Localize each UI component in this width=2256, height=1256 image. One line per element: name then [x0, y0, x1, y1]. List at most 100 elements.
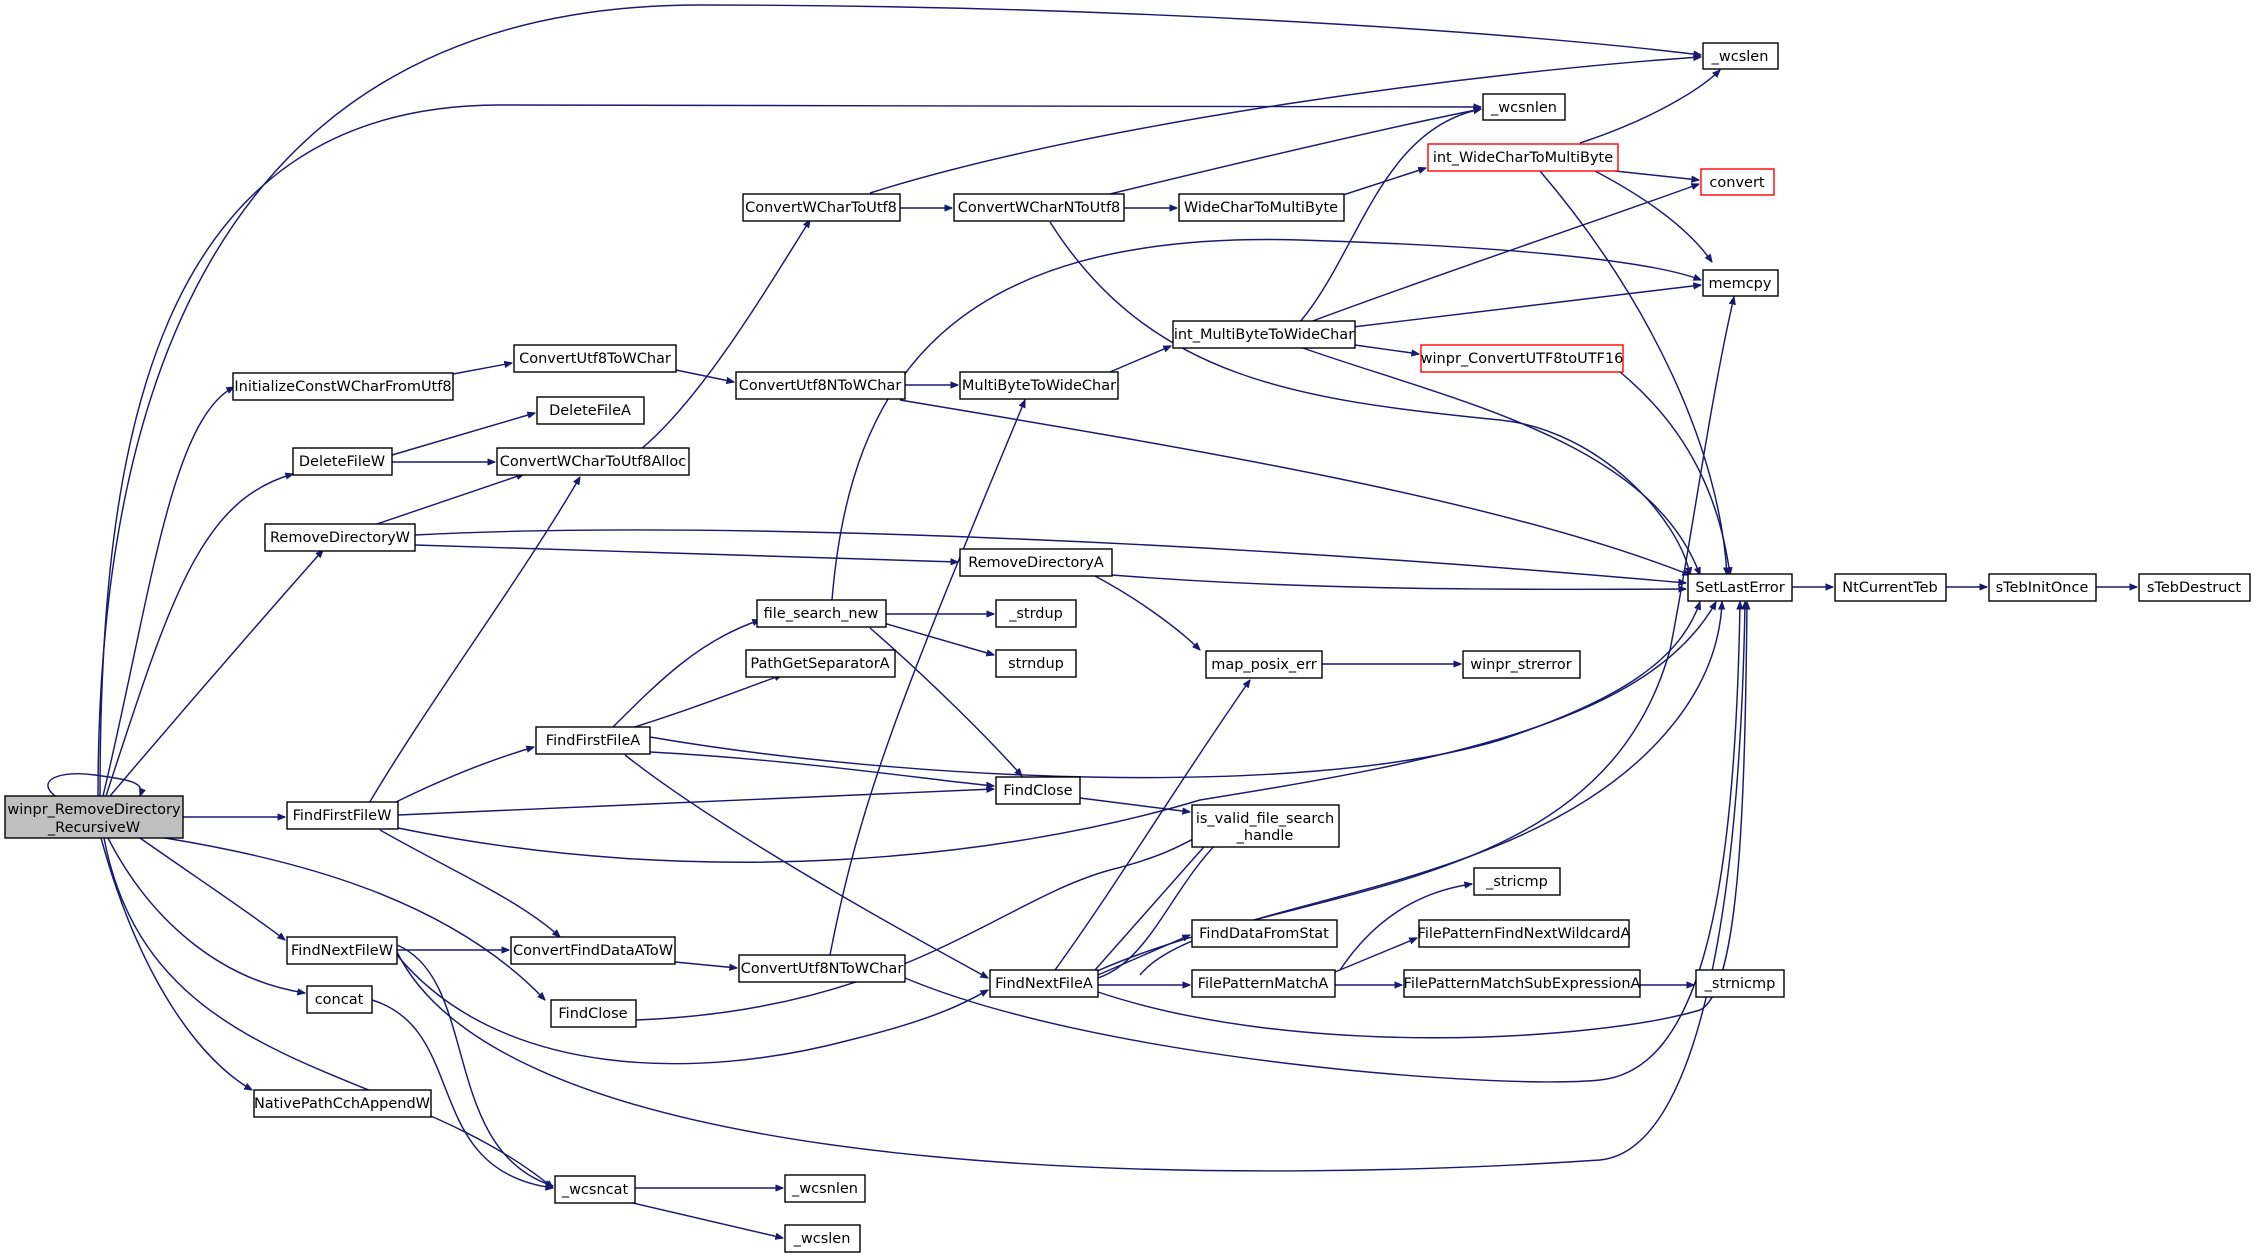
edge-root-wcsncat	[103, 837, 553, 1188]
edge-filesearch-strndup	[879, 621, 994, 655]
node-concat[interactable]: concat	[306, 985, 373, 1014]
svg-text:_wcsnlen: _wcsnlen	[1490, 100, 1557, 116]
edge-cwcntu8-setlasterror	[1049, 221, 1690, 575]
edge-wcsncat-wcslen	[619, 1199, 783, 1238]
svg-text:DeleteFileA: DeleteFileA	[549, 403, 631, 419]
node-initializeconstwcharfromutf8[interactable]: InitializeConstWCharFromUtf8	[232, 372, 454, 401]
node-convertutf8ntowchar-bot[interactable]: ConvertUtf8NToWChar	[738, 954, 906, 983]
svg-text:ConvertFindDataAToW: ConvertFindDataAToW	[513, 943, 673, 959]
svg-text:sTebDestruct: sTebDestruct	[2147, 580, 2242, 596]
edge-rmdirw-cwctu8alloc	[373, 474, 524, 526]
edge-cwcntu8-wcsnlen	[1109, 109, 1481, 195]
svg-text:RemoveDirectoryW: RemoveDirectoryW	[270, 530, 410, 546]
node-strnicmp[interactable]: _strnicmp	[1695, 969, 1785, 998]
node-findfirstfilea[interactable]: FindFirstFileA	[535, 726, 651, 755]
node-findfirstfilew[interactable]: FindFirstFileW	[286, 801, 399, 830]
node-wcsnlen-bot[interactable]: _wcsnlen	[784, 1174, 866, 1203]
svg-text:PathGetSeparatorA: PathGetSeparatorA	[750, 656, 889, 672]
node-pathgetseparatora[interactable]: PathGetSeparatorA	[745, 649, 896, 678]
edge-intwctmb-memcpy	[1594, 170, 1712, 262]
edge-root-rmdirw	[109, 550, 323, 797]
node-int-widechartomultibyte[interactable]: int_WideCharToMultiByte	[1427, 143, 1619, 172]
edge-intmbtwc-w_cu8tu16	[1354, 344, 1419, 354]
node-int-multibytetowidechar[interactable]: int_MultiByteToWideChar	[1172, 320, 1356, 349]
node-removedirectorya[interactable]: RemoveDirectoryA	[959, 548, 1113, 577]
edge-mbtwc-intmbtwc	[1109, 345, 1171, 373]
edge-intmbtwc-memcpy	[1352, 285, 1701, 328]
node-filepatternmatcha[interactable]: FilePatternMatchA	[1191, 969, 1336, 998]
svg-text:_wcsncat: _wcsncat	[561, 1182, 629, 1198]
node-findclose-mid[interactable]: FindClose	[995, 776, 1081, 805]
svg-text:int_MultiByteToWideChar: int_MultiByteToWideChar	[1174, 327, 1354, 343]
node-deletefilew[interactable]: DeleteFileW	[292, 447, 393, 476]
node-map-posix-err[interactable]: map_posix_err	[1205, 650, 1323, 679]
nodes: winpr_RemoveDirectory _RecursiveW _wcsle…	[4, 42, 2251, 1253]
node-widechartomultibyte[interactable]: WideCharToMultiByte	[1178, 193, 1345, 222]
edge-findfirstfilea-setlasterror	[649, 602, 1700, 779]
node-convertwchartoutf8alloc[interactable]: ConvertWCharToUtf8Alloc	[496, 447, 690, 476]
node-winpr-convertutf8toutf16[interactable]: winpr_ConvertUTF8toUTF16	[1420, 344, 1624, 373]
node-strndup[interactable]: strndup	[995, 649, 1077, 678]
node-file-search-new[interactable]: file_search_new	[756, 599, 887, 628]
edge-intmbtwc-setlasterror	[1299, 346, 1700, 575]
node-convert[interactable]: convert	[1700, 168, 1775, 196]
node-findclose-bot[interactable]: FindClose	[550, 999, 637, 1028]
edge-findnextfilew-findnextfilea	[396, 954, 988, 1065]
edge-filesearch-findclose	[869, 627, 1022, 776]
edge-findnextfilea-fdfromstat	[1097, 934, 1190, 976]
node-wcslen-bot[interactable]: _wcslen	[784, 1224, 861, 1253]
node-is-valid-file-search-handle[interactable]: is_valid_file_search _handle	[1191, 804, 1340, 848]
svg-text:memcpy: memcpy	[1709, 276, 1772, 292]
edge-cwctu8-wcslen	[869, 57, 1701, 194]
svg-text:sTebInitOnce: sTebInitOnce	[1996, 580, 2089, 596]
node-multibytetowidechar[interactable]: MultiByteToWideChar	[959, 371, 1119, 400]
node-convertwchartoutf8[interactable]: ConvertWCharToUtf8	[742, 193, 901, 222]
svg-text:map_posix_err: map_posix_err	[1211, 657, 1317, 673]
node-filepatternmatchsubexpressiona[interactable]: FilePatternMatchSubExpressionA	[1403, 969, 1641, 998]
edge-findnextfilew-setlasterror	[396, 602, 1745, 1172]
node-wcsnlen-top[interactable]: _wcsnlen	[1482, 93, 1566, 121]
edge-intwctmb-wcslen	[1579, 70, 1720, 144]
node-root-label-1: winpr_RemoveDirectory	[7, 802, 181, 818]
svg-text:MultiByteToWideChar: MultiByteToWideChar	[962, 378, 1116, 394]
node-memcpy[interactable]: memcpy	[1702, 269, 1779, 297]
node-wcsncat[interactable]: _wcsncat	[554, 1175, 636, 1204]
node-strdup[interactable]: _strdup	[995, 599, 1077, 628]
edge-cu8ntwc-setlasterror	[899, 399, 1690, 576]
node-convertutf8ntowchar-top[interactable]: ConvertUtf8NToWChar	[735, 371, 906, 400]
node-filepatternfindnextwildcarda[interactable]: FilePatternFindNextWildcardA	[1418, 919, 1631, 948]
node-ntcurrentteb[interactable]: NtCurrentTeb	[1834, 573, 1947, 602]
svg-text:_handle: _handle	[1236, 828, 1294, 844]
edge-wctmb-intwctmb	[1339, 168, 1426, 197]
svg-text:RemoveDirectoryA: RemoveDirectoryA	[968, 555, 1104, 571]
edge-findfirstfilea-pathgetsep	[624, 675, 782, 731]
svg-text:winpr_ConvertUTF8toUTF16: winpr_ConvertUTF8toUTF16	[1421, 351, 1624, 367]
svg-text:file_search_new: file_search_new	[764, 606, 879, 622]
node-convertwcharntoutf8[interactable]: ConvertWCharNToUtf8	[953, 193, 1125, 222]
svg-text:convert: convert	[1709, 175, 1764, 191]
edge-findfirstfilea-findnextfilea	[624, 754, 988, 978]
node-convertfinddataatow[interactable]: ConvertFindDataAToW	[510, 936, 676, 965]
node-stricmp[interactable]: _stricmp	[1473, 867, 1561, 896]
edge-intmbtwc-convert	[1309, 184, 1699, 323]
node-root[interactable]: winpr_RemoveDirectory _RecursiveW	[4, 795, 184, 839]
node-finddatafromstat[interactable]: FindDataFromStat	[1191, 919, 1338, 948]
node-nativepathcchappendw[interactable]: NativePathCchAppendW	[253, 1089, 432, 1118]
node-stebdestruct[interactable]: sTebDestruct	[2138, 573, 2251, 602]
node-removedirectoryw[interactable]: RemoveDirectoryW	[264, 523, 416, 552]
node-stebinitonce[interactable]: sTebInitOnce	[1988, 573, 2097, 602]
node-deletefilea[interactable]: DeleteFileA	[536, 396, 645, 425]
svg-text:_strnicmp: _strnicmp	[1704, 976, 1776, 992]
edge-concat-wcsncat	[371, 999, 553, 1188]
node-wcslen-top[interactable]: _wcslen	[1702, 42, 1779, 70]
node-setlasterror[interactable]: SetLastError	[1687, 573, 1793, 602]
svg-text:concat: concat	[315, 992, 364, 1008]
edge-icwcfu8-cu8twc	[452, 363, 512, 375]
node-winpr-strerror[interactable]: winpr_strerror	[1462, 650, 1581, 679]
edge-findfirstfilea-findclose	[649, 751, 994, 786]
edge-root-icwcfu8	[102, 387, 234, 797]
node-findnextfilea[interactable]: FindNextFileA	[989, 969, 1099, 998]
edge-findclose-isvalid	[1079, 797, 1190, 812]
node-convertutf8towchar[interactable]: ConvertUtf8ToWChar	[513, 344, 677, 373]
node-findnextfilew[interactable]: FindNextFileW	[286, 936, 398, 965]
